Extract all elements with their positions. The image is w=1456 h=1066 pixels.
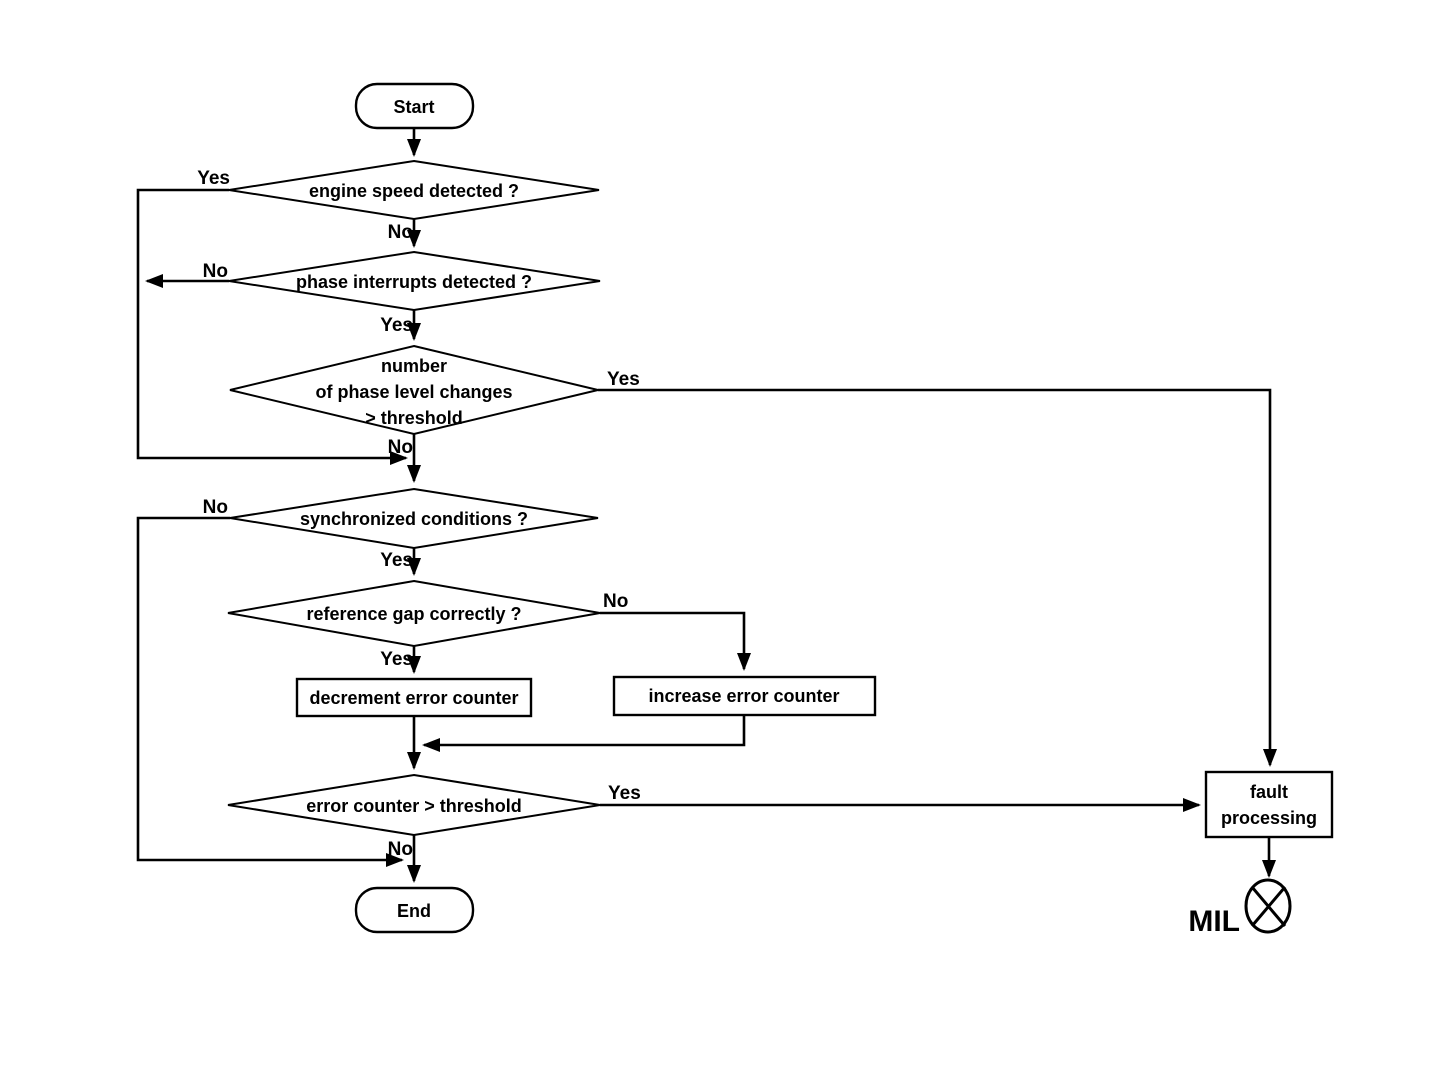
label-engine-speed-no: No	[388, 222, 413, 243]
edge-increase-to-merge	[422, 715, 746, 752]
mil-lamp-circle	[1244, 878, 1292, 934]
label-phase-level-no: No	[388, 437, 413, 458]
mil-indicator: MIL	[1188, 878, 1292, 938]
label-synchronized-no: No	[203, 497, 228, 518]
reference-gap-decision-label: reference gap correctly ?	[306, 604, 521, 624]
decrement-error-counter-label: decrement error counter	[309, 688, 518, 708]
edge-phase-level-yes-to-fault-processing	[598, 388, 1277, 767]
mil-lamp-cross-line2	[1250, 886, 1287, 927]
increase-error-counter-shape	[612, 675, 877, 717]
synchronized-conditions-decision: synchronized conditions ?	[229, 487, 599, 550]
decrement-error-counter-process: decrement error counter	[295, 677, 533, 718]
fault-processing-line2: processing	[1221, 808, 1317, 828]
end-terminal-shape	[354, 886, 475, 934]
nodes: Start engine speed detected ? phase inte…	[227, 82, 1334, 938]
phase-level-changes-decision-line1: number	[381, 356, 447, 376]
reference-gap-decision: reference gap correctly ?	[227, 579, 601, 648]
edges	[136, 128, 1277, 883]
reference-gap-decision-shape	[227, 579, 601, 648]
end-terminal-label: End	[397, 901, 431, 921]
engine-speed-decision-shape	[228, 159, 600, 221]
engine-speed-decision-label: engine speed detected ?	[309, 181, 519, 201]
fault-processing-shape	[1204, 770, 1334, 839]
increase-error-counter-label: increase error counter	[648, 686, 839, 706]
mil-lamp-icon	[1244, 878, 1292, 934]
fault-processing-line1: fault	[1250, 782, 1288, 802]
decrement-error-counter-shape	[295, 677, 533, 718]
increase-error-counter-process: increase error counter	[612, 675, 877, 717]
phase-interrupts-decision-label: phase interrupts detected ?	[296, 272, 532, 292]
start-terminal-shape	[354, 82, 475, 130]
label-phase-interrupts-yes: Yes	[380, 315, 413, 336]
error-counter-threshold-decision-shape	[227, 773, 601, 837]
start-terminal-label: Start	[393, 97, 434, 117]
end-terminal: End	[354, 886, 475, 934]
start-terminal: Start	[354, 82, 475, 130]
fault-processing-process: fault processing	[1204, 770, 1334, 839]
error-counter-threshold-decision: error counter > threshold	[227, 773, 601, 837]
edge-reference-gap-no-to-increase	[600, 611, 751, 671]
phase-interrupts-decision: phase interrupts detected ?	[228, 250, 601, 312]
mil-label: MIL	[1188, 905, 1240, 938]
phase-interrupts-decision-shape	[228, 250, 601, 312]
label-synchronized-yes: Yes	[380, 550, 413, 571]
synchronized-conditions-decision-shape	[229, 487, 599, 550]
label-phase-level-yes: Yes	[607, 369, 640, 390]
error-counter-threshold-decision-label: error counter > threshold	[306, 796, 522, 816]
label-reference-gap-no: No	[603, 591, 628, 612]
edge-synchronized-no-to-end-junction	[136, 516, 404, 867]
edge-engine-speed-yes-feedback	[136, 188, 408, 465]
label-reference-gap-yes: Yes	[380, 649, 413, 670]
synchronized-conditions-decision-label: synchronized conditions ?	[300, 509, 528, 529]
phase-level-changes-decision-shape	[229, 344, 599, 436]
edge-labels: Yes No No Yes Yes No No Yes No Yes Yes N…	[197, 168, 641, 860]
label-engine-speed-yes: Yes	[197, 168, 230, 189]
engine-speed-decision: engine speed detected ?	[228, 159, 600, 221]
label-error-counter-no: No	[388, 839, 413, 860]
label-error-counter-yes: Yes	[608, 783, 641, 804]
phase-level-changes-decision: number of phase level changes > threshol…	[229, 344, 599, 436]
phase-level-changes-decision-line3: > threshold	[365, 408, 463, 428]
phase-level-changes-decision-line2: of phase level changes	[315, 382, 512, 402]
label-phase-interrupts-no: No	[203, 261, 228, 282]
